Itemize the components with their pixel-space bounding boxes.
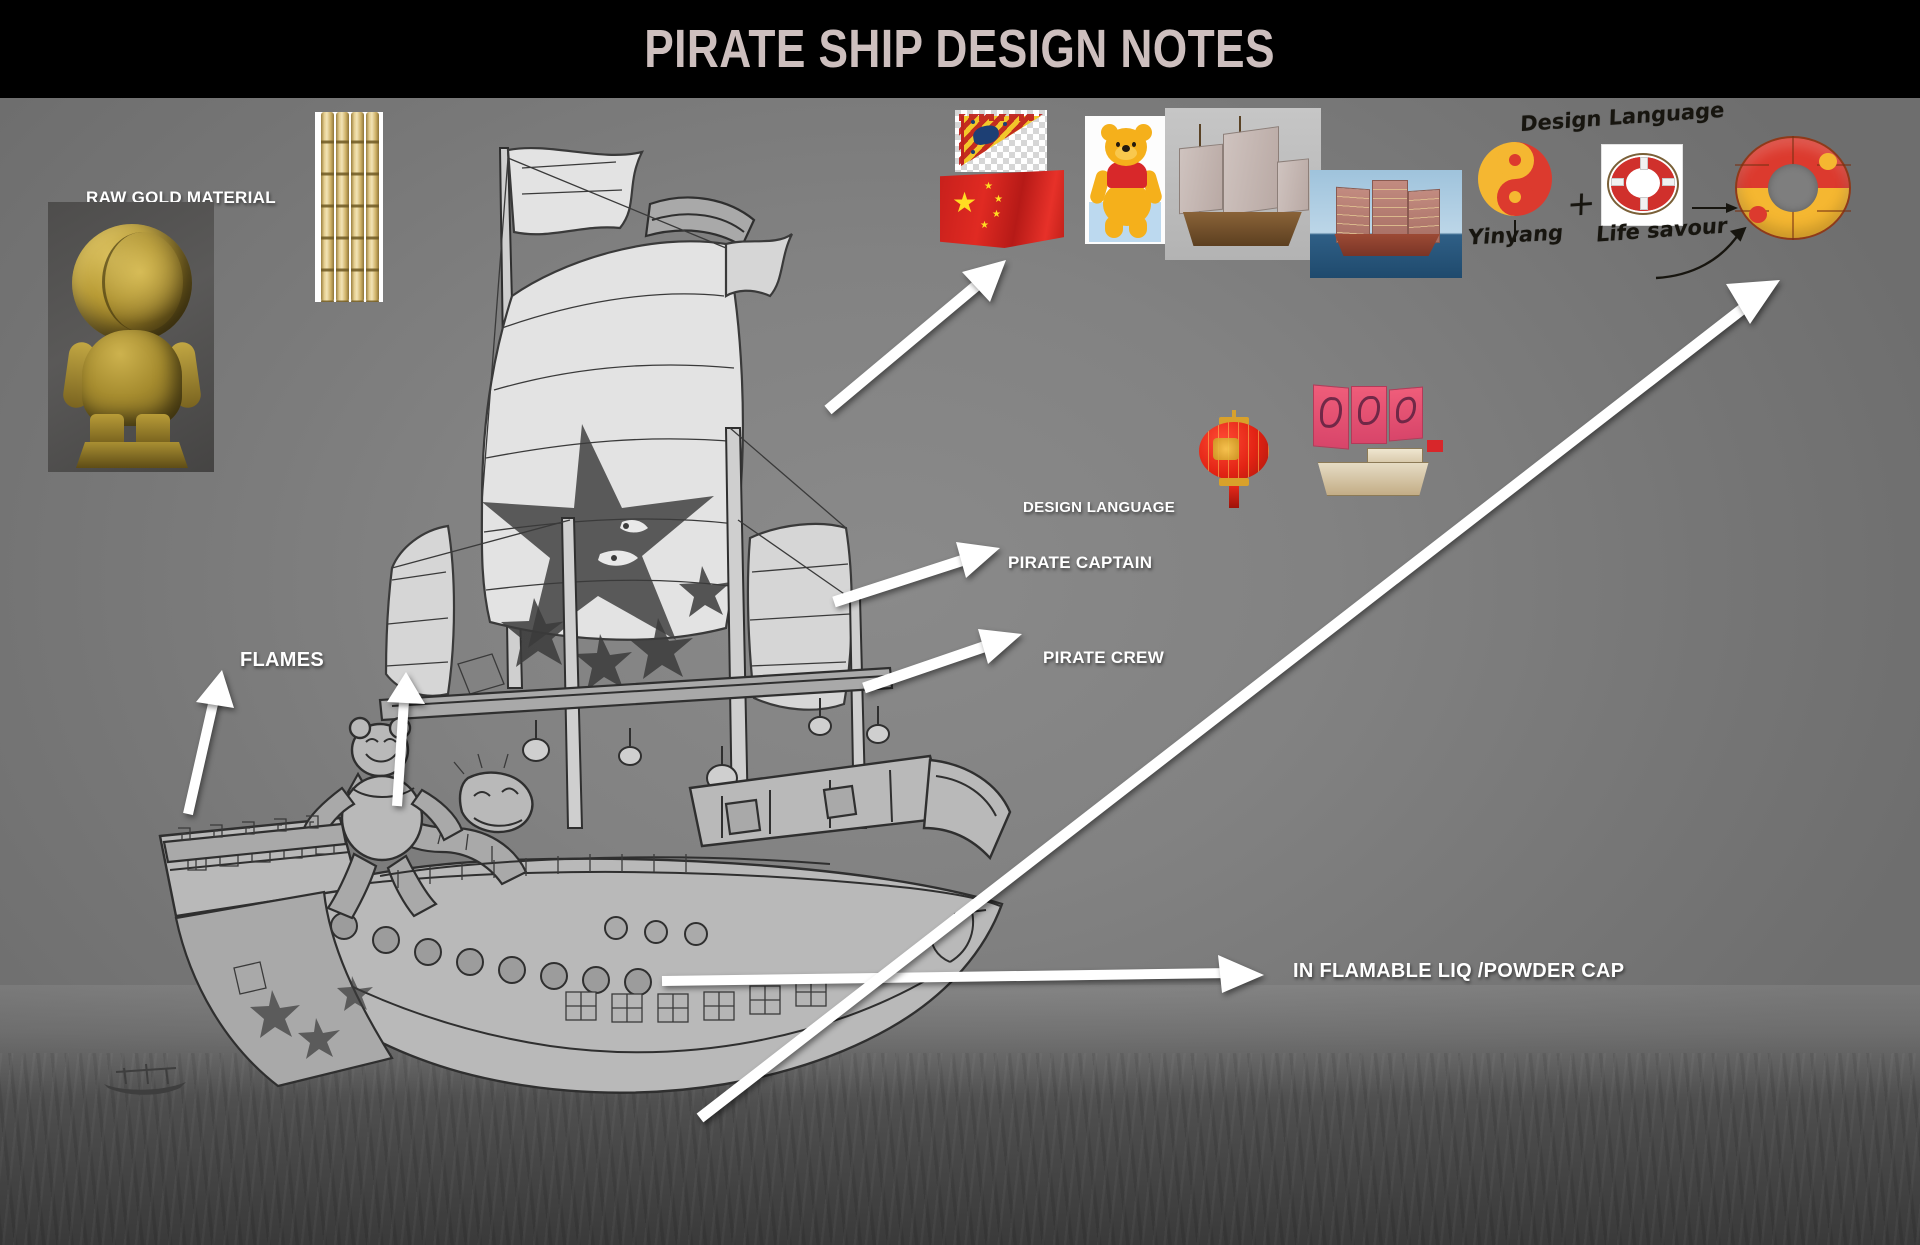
concept-board-canvas: RAW GOLD MATERIAL [0, 98, 1920, 1245]
pooh-shirt [1107, 162, 1147, 188]
inflammable-cap-label: IN FLAMABLE LIQ /POWDER CAP [1293, 960, 1625, 982]
junk-render-sail [1223, 126, 1279, 216]
lantern-cap-bottom [1219, 478, 1249, 486]
flag-star-small: ★ [994, 194, 1003, 205]
result-ring-dot-red [1749, 206, 1767, 223]
life-ring-band [1640, 157, 1648, 170]
pennant-dot [971, 150, 975, 154]
flag-star-small: ★ [992, 209, 1001, 220]
gold-statue-base [76, 442, 188, 468]
winnie-the-pooh-cutout [1085, 116, 1165, 244]
raw-gold-material-photo [48, 202, 214, 472]
bamboo-pole [336, 112, 349, 302]
yinyang-handwritten-label: Yinyang [1467, 220, 1565, 250]
pirate-crew-label: PIRATE CREW [1043, 648, 1165, 667]
pooh-nose [1122, 145, 1130, 152]
pooh-belly [1103, 182, 1151, 226]
gold-statue-body [82, 330, 182, 426]
junk-photo-hull [1334, 234, 1440, 256]
chinese-lantern-photo [1195, 408, 1273, 508]
flag-star-small: ★ [984, 181, 993, 192]
result-ring-hole [1768, 164, 1818, 212]
chinese-junk-photo [1310, 170, 1462, 278]
pink-junk-dragon-motif [1320, 395, 1342, 429]
ship-line-art [158, 146, 1012, 1094]
dragon-pennant-flag [955, 110, 1047, 172]
pink-junk-sail [1313, 384, 1349, 450]
junk-render-sail [1277, 158, 1309, 214]
pooh-eye-right [1132, 142, 1136, 147]
gold-statue-head [72, 224, 192, 342]
yinyang-leader-line [1514, 220, 1516, 242]
pirate-captain-label: PIRATE CAPTAIN [1008, 553, 1153, 572]
life-ring-band [1611, 178, 1624, 186]
lantern-gold-motif [1213, 438, 1239, 460]
life-ring-hole [1626, 168, 1660, 198]
yinyang-symbol [1478, 142, 1552, 242]
bamboo-pole [351, 112, 364, 302]
pink-junk-dragon-motif [1358, 395, 1380, 426]
pennant-dot [1003, 122, 1007, 126]
life-ring-rope [1607, 153, 1679, 215]
gold-statue-figure [48, 202, 214, 472]
flames-label: FLAMES [240, 649, 325, 671]
junk-render-sail [1179, 143, 1223, 215]
pink-junk-sail [1389, 386, 1423, 442]
pooh-muzzle [1115, 146, 1137, 160]
yinyang-dot-yang [1509, 154, 1521, 166]
plus-operator: + [1566, 182, 1597, 226]
bamboo-pole [366, 112, 379, 302]
flag-star-small: ★ [980, 220, 989, 231]
design-language-handwritten: Design Language [1519, 98, 1725, 137]
result-ring-seam [1735, 164, 1769, 166]
pooh-eye-left [1116, 142, 1120, 147]
pink-junk-hull [1317, 462, 1429, 496]
result-ring-dot-yellow [1819, 153, 1837, 170]
pink-junk-stern-flag [1427, 440, 1443, 452]
small-boat-silhouette [100, 1058, 192, 1098]
chinese-junk-render [1165, 108, 1321, 260]
design-language-label: DESIGN LANGUAGE [1023, 499, 1176, 516]
china-flag: ★ ★ ★ ★ ★ [940, 170, 1064, 248]
page-title: PIRATE SHIP DESIGN NOTES [644, 19, 1276, 79]
bamboo-poles-photo [315, 112, 383, 302]
yinyang-life-ring-result [1735, 136, 1851, 240]
bamboo-pole [321, 112, 334, 302]
pennant-dot [971, 120, 975, 124]
result-ring-seam [1817, 210, 1851, 212]
life-ring-photo [1601, 144, 1683, 226]
life-ring-band [1640, 197, 1648, 210]
yinyang-dot-yin [1509, 191, 1521, 203]
header-bar: PIRATE SHIP DESIGN NOTES [0, 0, 1920, 98]
pink-junk-dragon-motif [1395, 396, 1417, 424]
flag-star-large: ★ [952, 187, 978, 218]
lantern-tassel [1229, 486, 1239, 508]
pink-sail-junk-model [1295, 384, 1445, 506]
dragon-figurehead [453, 753, 534, 834]
pirate-ship-sketch [130, 128, 1190, 1128]
life-ring-band [1662, 178, 1675, 186]
pink-junk-sail [1351, 386, 1387, 444]
junk-render-hull [1182, 212, 1302, 246]
